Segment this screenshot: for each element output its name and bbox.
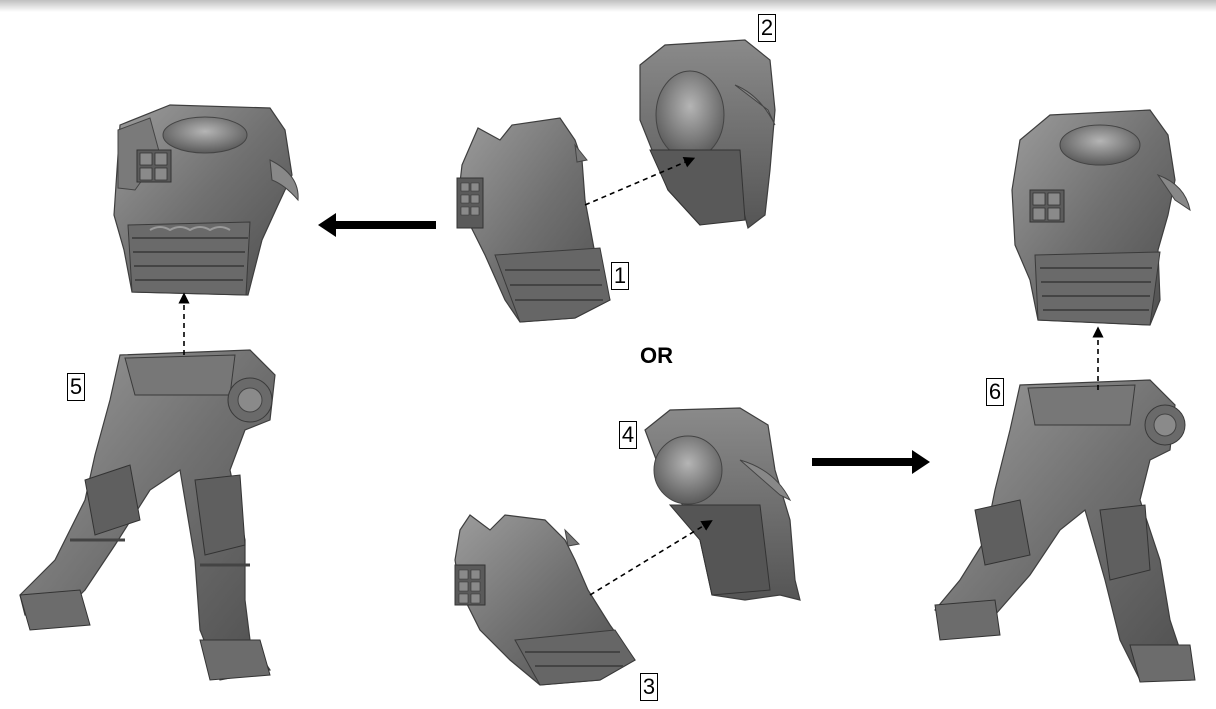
legs-6	[935, 380, 1195, 682]
arrow-right-assembly	[812, 450, 930, 474]
dashed-arrow-3-to-4	[590, 523, 708, 595]
step-label-1: 1	[611, 262, 629, 290]
step-label-6: 6	[986, 378, 1004, 406]
assembled-torso-left	[114, 105, 298, 295]
assembled-torso-right	[1012, 110, 1190, 325]
legs-5	[20, 350, 275, 680]
step-label-3: 3	[640, 673, 658, 701]
back-piece-2	[640, 40, 775, 228]
step-label-4: 4	[619, 421, 637, 449]
front-chest-piece-3	[455, 515, 635, 685]
or-separator: OR	[640, 343, 673, 369]
back-piece-4	[645, 408, 800, 600]
front-chest-piece-1	[457, 118, 610, 322]
step-label-5: 5	[67, 373, 85, 401]
step-label-2: 2	[758, 14, 776, 42]
arrow-left-assembly	[318, 213, 436, 237]
